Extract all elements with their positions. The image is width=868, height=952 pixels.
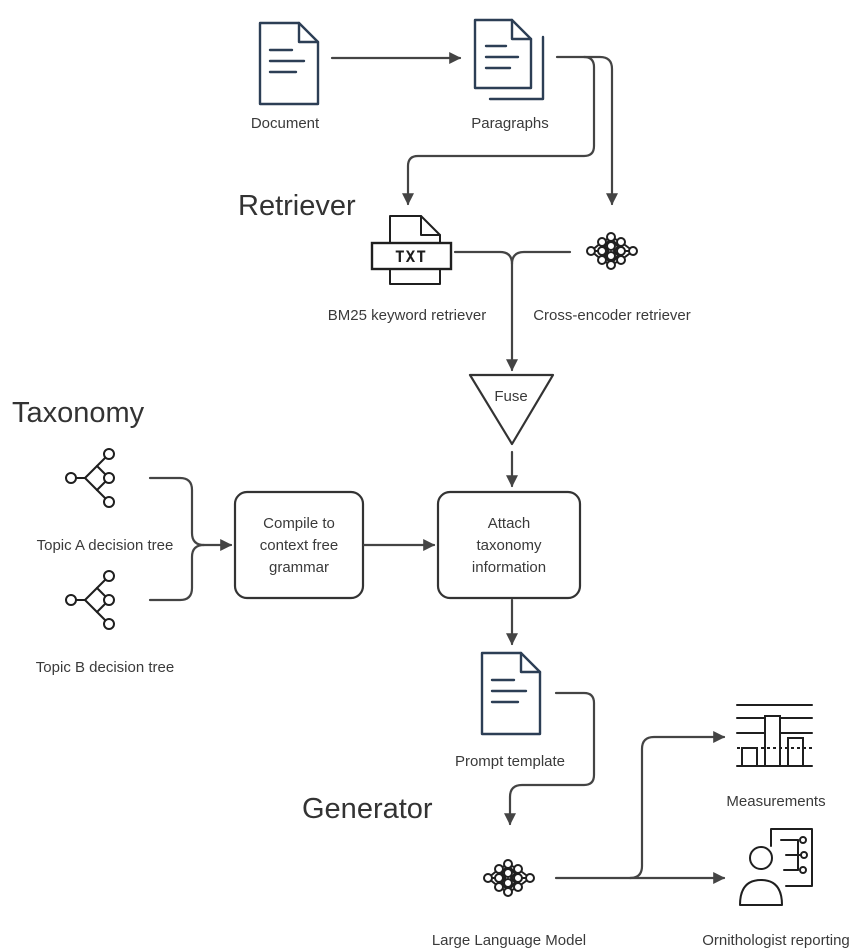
- paragraphs-stack-icon: [473, 18, 545, 101]
- attach-line-3: information: [472, 559, 546, 576]
- txt-file-icon: TXT: [370, 215, 453, 285]
- paragraphs-label: Paragraphs: [471, 115, 549, 132]
- fuse-node: [468, 373, 555, 446]
- edge-cross-encoder-join: [510, 250, 572, 266]
- edge-paragraphs-cross-encoder: [582, 55, 618, 206]
- bm25-label: BM25 keyword retriever: [328, 307, 486, 324]
- cross-encoder-label: Cross-encoder retriever: [533, 307, 691, 324]
- section-title-generator: Generator: [302, 793, 433, 825]
- neural-network-icon: [483, 859, 535, 897]
- attach-line-1: Attach: [488, 515, 531, 532]
- prompt-template-label: Prompt template: [455, 753, 565, 770]
- edge-prompt-llm: [504, 691, 596, 826]
- document-label: Document: [251, 115, 320, 132]
- section-title-taxonomy: Taxonomy: [12, 397, 145, 429]
- attach-line-2: taxonomy: [476, 537, 542, 554]
- txt-badge: TXT: [395, 247, 427, 266]
- decision-tree-icon: [65, 448, 115, 508]
- bar-chart-icon: [736, 704, 813, 767]
- fuse-label: Fuse: [494, 388, 527, 405]
- document-icon: [480, 651, 542, 736]
- topic-b-label: Topic B decision tree: [36, 659, 174, 676]
- topic-a-label: Topic A decision tree: [37, 537, 174, 554]
- document-icon: [258, 21, 320, 106]
- neural-network-icon: [586, 232, 638, 270]
- compile-line-1: Compile to: [263, 515, 335, 532]
- compile-line-3: grammar: [269, 559, 329, 576]
- llm-label: Large Language Model: [432, 932, 586, 949]
- person-data-icon: [739, 828, 813, 906]
- measurements-label: Measurements: [726, 793, 825, 810]
- section-title-retriever: Retriever: [238, 190, 356, 222]
- compile-line-2: context free: [260, 537, 338, 554]
- edge-topic-b-compile: [148, 543, 206, 602]
- ornithologist-label: Ornithologist reporting: [702, 932, 850, 949]
- edge-llm-measurements: [628, 731, 726, 880]
- decision-tree-icon: [65, 570, 115, 630]
- edge-topic-a-compile: [148, 476, 233, 551]
- attach-box: [436, 490, 582, 600]
- edge-paragraphs-bm25: [402, 55, 596, 206]
